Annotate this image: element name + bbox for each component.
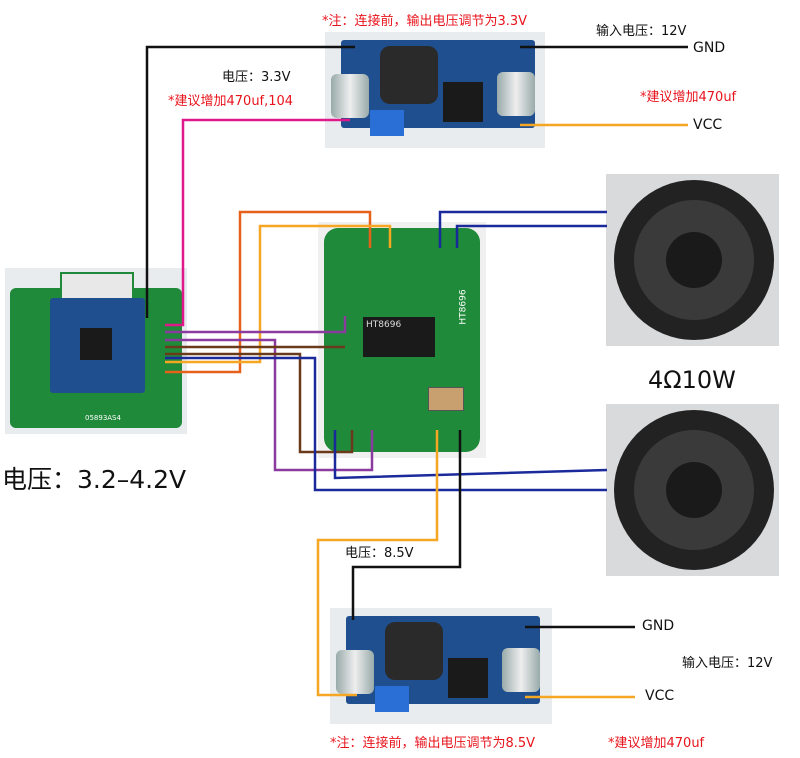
wire-dark-orange	[165, 210, 372, 374]
bt-module-label: 05893AS4	[85, 414, 121, 422]
capacitor-c8	[428, 387, 464, 411]
wire-blue-1	[438, 210, 607, 248]
top-vcc-label: VCC	[693, 117, 723, 133]
wire-blue-2	[455, 224, 607, 248]
amp-board-photo: HT8696 HT8696	[318, 222, 486, 458]
top-out-note: *建议增加470uf,104	[168, 94, 294, 109]
speaker-spec: 4Ω10W	[648, 366, 736, 394]
top-cap-note: *建议增加470uf	[640, 90, 737, 105]
bottom-cap-note: *建议增加470uf	[608, 736, 705, 751]
potentiometer	[370, 110, 404, 136]
capacitor	[331, 74, 369, 118]
top-gnd-label: GND	[693, 40, 726, 56]
speaker-top	[606, 174, 779, 346]
wire-orange	[165, 224, 392, 364]
bottom-buck-module-photo	[330, 608, 552, 724]
wire-bottom-black	[351, 430, 462, 620]
bottom-input-voltage: 输入电压：12V	[682, 656, 773, 671]
wire-purple-2	[165, 338, 374, 472]
wire-navy-1	[333, 430, 608, 480]
potentiometer	[375, 686, 409, 712]
amp-chip	[363, 317, 435, 357]
bottom-out-voltage: 电压：8.5V	[345, 546, 414, 561]
regulator-chip	[448, 658, 488, 698]
capacitor	[502, 648, 540, 692]
wire-purple-1	[165, 316, 347, 334]
bt-chip	[80, 328, 112, 360]
capacitor	[336, 650, 374, 694]
wire-bottom-orange	[316, 430, 439, 697]
wire-brown-2	[165, 352, 354, 454]
bt-module-photo: 05893AS4	[5, 268, 187, 434]
wire-navy-2	[165, 356, 607, 492]
regulator-chip	[443, 82, 483, 122]
wire-pink-3v3	[165, 118, 350, 327]
capacitor	[497, 72, 535, 116]
speaker-bottom	[606, 404, 779, 576]
top-module-note: *注：连接前，输出电压调节为3.3V	[322, 14, 528, 29]
wire-black-3v3	[145, 45, 355, 318]
top-out-voltage: 电压：3.3V	[222, 70, 291, 85]
amp-chip-label: HT8696	[366, 320, 402, 330]
inductor	[385, 622, 443, 680]
inductor	[380, 46, 438, 104]
top-input-voltage: 输入电压：12V	[596, 24, 687, 39]
bt-voltage: 电压：3.2–4.2V	[2, 465, 187, 494]
bottom-module-note: *注：连接前，输出电压调节为8.5V	[330, 736, 536, 751]
top-buck-module-photo	[325, 32, 545, 148]
bottom-gnd-label: GND	[642, 618, 675, 634]
bottom-vcc-label: VCC	[645, 688, 675, 704]
